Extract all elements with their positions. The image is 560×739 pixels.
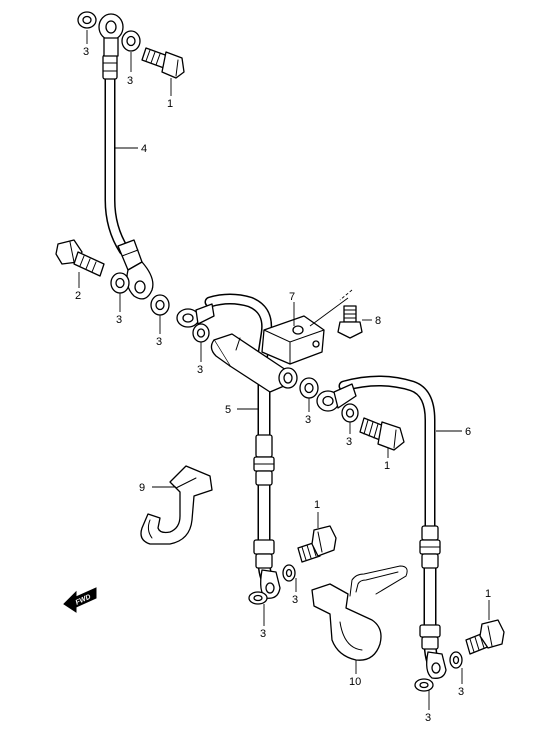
callout-1: 1 [384, 460, 390, 472]
callout-7: 7 [289, 291, 295, 303]
callout-1: 1 [485, 588, 491, 600]
banjo-bolt-1d [465, 619, 505, 655]
callout-3: 3 [458, 686, 464, 698]
banjo-bolt-1b [359, 417, 405, 451]
callout-4: 4 [141, 143, 147, 155]
callout-1: 1 [167, 98, 173, 110]
brake-hose-5 [176, 293, 281, 599]
callout-3: 3 [425, 712, 431, 724]
brake-hose-joint-7 [210, 315, 325, 393]
callout-labels: 3 3 1 4 2 3 3 3 7 8 5 3 3 1 6 9 1 3 3 10… [75, 46, 491, 724]
callout-9: 9 [139, 482, 145, 494]
callout-2: 2 [75, 290, 81, 302]
callout-5: 5 [225, 404, 231, 416]
hose-clamp-10 [311, 565, 408, 661]
banjo-bolt-1a [141, 47, 185, 79]
brake-hose-6 [316, 375, 447, 679]
bolt-8 [337, 305, 363, 339]
forward-direction-arrow: FWD [63, 587, 97, 613]
callout-3: 3 [127, 75, 133, 87]
leader-lines [78, 30, 490, 710]
callout-3: 3 [305, 414, 311, 426]
callout-6: 6 [465, 426, 471, 438]
callout-3: 3 [116, 314, 122, 326]
callout-3: 3 [156, 336, 162, 348]
callout-10: 10 [349, 676, 361, 688]
callout-1: 1 [314, 499, 320, 511]
brake-hose-4 [98, 13, 154, 300]
callout-3: 3 [197, 364, 203, 376]
banjo-bolt-1c [297, 525, 337, 563]
banjo-bolt-2 [55, 239, 105, 277]
callout-3: 3 [83, 46, 89, 58]
callout-3: 3 [346, 436, 352, 448]
fwd-label: FWD [75, 594, 92, 607]
hose-clamp-9 [140, 465, 213, 545]
callout-3: 3 [292, 594, 298, 606]
callout-3: 3 [260, 628, 266, 640]
callout-8: 8 [375, 315, 381, 327]
